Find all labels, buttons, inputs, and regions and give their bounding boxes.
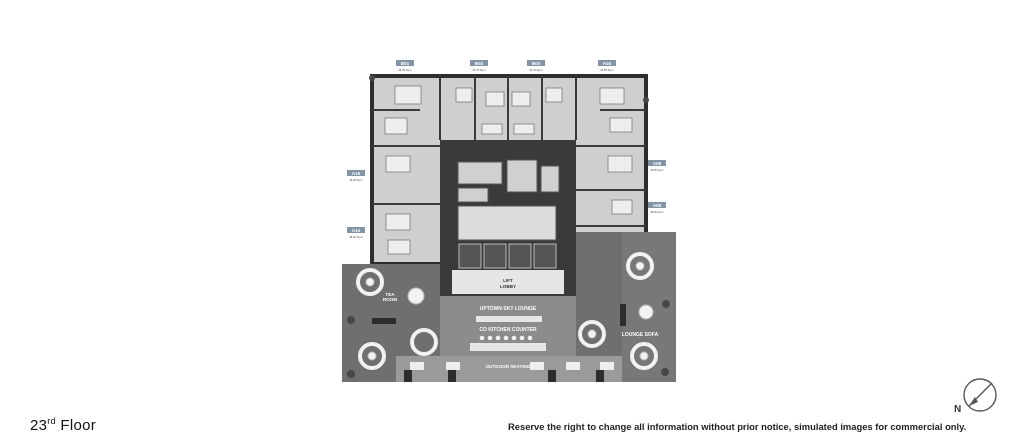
unit-area-A04: 43.85 Sq.m (600, 68, 613, 72)
lift-lobby-label-1: LIFT (503, 278, 513, 283)
unit-tag-A14: A14 36.60 Sq.m (347, 227, 365, 239)
outdoor-seating-area (396, 356, 622, 382)
compass-north-label: N (954, 404, 961, 415)
unit-furniture (384, 85, 633, 255)
disclaimer-text: Reserve the right to change all informat… (508, 421, 967, 432)
unit-tag-A05: A05 36.60 Sq.m (648, 160, 666, 172)
unit-area-A06: 36.00 Sq.m (650, 210, 663, 214)
compass-icon: N (954, 378, 997, 415)
unit-id-B02: B02 (475, 61, 484, 66)
lounge-sofa-label: LOUNGE SOFA (622, 332, 659, 338)
lift-shafts (458, 243, 557, 269)
unit-id-A05: A05 (653, 161, 662, 166)
unit-id-A04: A04 (603, 61, 612, 66)
bar-counter (476, 316, 542, 322)
service-rooms (457, 159, 560, 203)
floor-word: Floor (60, 417, 97, 434)
unit-partitions (372, 76, 646, 227)
tea-room-label-1: TEA (385, 292, 395, 297)
floor-title: 23rd Floor (30, 416, 96, 434)
deck-plants (347, 75, 670, 378)
unit-tag-A06: A06 36.00 Sq.m (648, 202, 666, 214)
kitchen-table (470, 343, 546, 351)
deck-planters (372, 304, 626, 382)
unit-id-A06: A06 (653, 203, 662, 208)
unit-id-B03: B03 (532, 61, 541, 66)
sky-lounge-label: UPTOWN SKY LOUNGE (480, 306, 537, 312)
unit-tag-A04: A04 43.85 Sq.m (598, 60, 616, 72)
lift-lobby-label-2: LOBBY (500, 284, 516, 289)
unit-tag-B02: B02 31.70 Sq.m (470, 60, 488, 72)
unit-id-A14: A14 (352, 228, 361, 233)
bar-stools (479, 335, 533, 341)
lounge-furniture (356, 252, 658, 370)
unit-id-A15: A15 (352, 171, 361, 176)
stair-shaft (457, 205, 557, 241)
floor-number: 23 (30, 417, 48, 434)
unit-area-B03: 31.70 Sq.m (529, 68, 542, 72)
unit-id-B01: B01 (401, 61, 410, 66)
unit-tag-B01: B01 49.75 Sq.m (396, 60, 414, 72)
outdoor-seating-label: OUTDOOR SEATING (486, 364, 531, 369)
kitchen-counter-label: CO KITCHEN COUNTER (479, 327, 537, 333)
unit-area-A15: 36.00 Sq.m (349, 178, 362, 182)
lift-lobby (452, 270, 564, 294)
unit-area-A14: 36.60 Sq.m (349, 235, 362, 239)
floor-ordinal-suffix: rd (47, 416, 56, 426)
unit-area-A05: 36.60 Sq.m (650, 168, 663, 172)
unit-area-B01: 49.75 Sq.m (398, 68, 411, 72)
unit-area-B02: 31.70 Sq.m (472, 68, 485, 72)
tea-room-label-2: ROOM (383, 297, 397, 302)
outdoor-tables (410, 362, 614, 370)
unit-tag-B03: B03 31.70 Sq.m (527, 60, 545, 72)
unit-tag-A15: A15 36.00 Sq.m (347, 170, 365, 182)
